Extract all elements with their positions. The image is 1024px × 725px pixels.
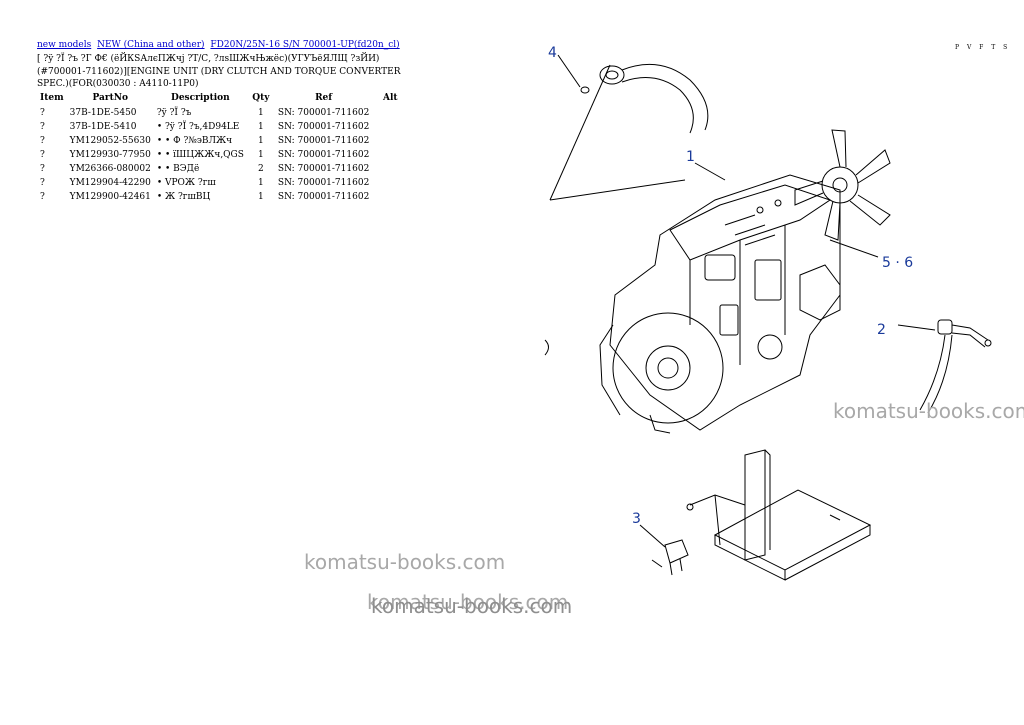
cell-qty: 1 — [258, 108, 264, 118]
page-title: [ ?ÿ ?Ï ?ъ ?Г Ф€ (ёЙКЅАлєПЖчј ?Т/С, ?лѕШ… — [37, 54, 401, 89]
cell-partno: YM26366-080002 — [69, 164, 151, 174]
breadcrumb-link-new-models[interactable]: new models — [37, 40, 92, 50]
header-partno: PartNo — [92, 93, 128, 103]
cell-partno: YM129904-42290 — [69, 178, 151, 188]
callout-1: 1 — [686, 149, 695, 165]
cell-description: • • ВЭДё — [156, 164, 200, 174]
table-row: ? 37B-1DE-5450 ?ÿ ?Ï ?ъ 1 SN: 700001-711… — [37, 106, 408, 120]
callout-3: 3 — [632, 511, 641, 527]
cell-item: ? — [40, 108, 45, 118]
cell-ref: SN: 700001-711602 — [277, 178, 370, 188]
table-row: ? YM129930-77950 • • їШЦЖЖч,QGS 1 SN: 70… — [37, 148, 408, 162]
watermark: komatsu-books.com — [833, 399, 1024, 423]
callout-5-6: 5 · 6 — [882, 255, 913, 271]
cell-partno: 37B-1DE-5450 — [69, 108, 137, 118]
table-row: ? YM129052-55630 • • Ф ?№эВЛЖч 1 SN: 700… — [37, 134, 408, 148]
table-row: ? YM26366-080002 • • ВЭДё 2 SN: 700001-7… — [37, 162, 408, 176]
engine-parts-diagram: 4 1 5 · 6 2 3 — [544, 45, 992, 581]
cell-item: ? — [40, 178, 45, 188]
cell-qty: 2 — [258, 164, 264, 174]
cell-qty: 1 — [258, 178, 264, 188]
cell-qty: 1 — [258, 192, 264, 202]
breadcrumb: new models NEW (China and other) FD20N/2… — [37, 40, 403, 50]
table-row: ? 37B-1DE-5410 • ?ÿ ?Ï ?ъ,4D94LE 1 SN: 7… — [37, 120, 408, 134]
cell-item: ? — [40, 164, 45, 174]
cell-ref: SN: 700001-711602 — [277, 150, 370, 160]
table-row: ? YM129900-42461 • Ж ?гшВЦ 1 SN: 700001-… — [37, 190, 408, 204]
radiator-hose — [580, 63, 709, 134]
header-qty: Qty — [252, 93, 270, 103]
cell-alt — [372, 134, 408, 148]
parts-table: Item PartNo Description Qty Ref Alt ? 37… — [37, 92, 408, 204]
cell-alt — [372, 106, 408, 120]
callout-2: 2 — [877, 322, 886, 338]
cell-description: • ?ÿ ?Ï ?ъ,4D94LE — [156, 122, 240, 132]
cell-qty: 1 — [258, 122, 264, 132]
callout-5-6-leader — [829, 239, 879, 258]
header-item: Item — [40, 93, 64, 103]
breadcrumb-link-model[interactable]: FD20N/25N-16 S/N 700001-UP(fd20n_cl) — [210, 40, 400, 50]
cell-qty: 1 — [258, 150, 264, 160]
cell-item: ? — [40, 136, 45, 146]
cell-ref: SN: 700001-711602 — [277, 192, 370, 202]
cell-partno: YM129900-42461 — [69, 192, 151, 202]
cell-alt — [372, 176, 408, 190]
cell-partno: YM129052-55630 — [69, 136, 151, 146]
cell-partno: YM129930-77950 — [69, 150, 151, 160]
relay — [639, 524, 689, 576]
header-ref: Ref — [315, 93, 333, 103]
table-row: ? YM129904-42290 • VРОЖ ?гш 1 SN: 700001… — [37, 176, 408, 190]
cell-alt — [372, 120, 408, 134]
cell-description: • Ж ?гшВЦ — [156, 192, 211, 202]
cell-description: • • Ф ?№эВЛЖч — [156, 136, 233, 146]
cell-item: ? — [40, 192, 45, 202]
cell-alt — [372, 148, 408, 162]
cell-item: ? — [40, 122, 45, 132]
cell-ref: SN: 700001-711602 — [277, 122, 370, 132]
engine-block — [599, 162, 841, 434]
cell-description: • VРОЖ ?гш — [156, 178, 216, 188]
sensor-hose — [544, 319, 992, 414]
mounting-bracket — [686, 449, 872, 581]
cell-description: • • їШЦЖЖч,QGS — [156, 150, 244, 160]
cell-ref: SN: 700001-711602 — [277, 164, 370, 174]
breadcrumb-link-new-china[interactable]: NEW (China and other) — [97, 40, 205, 50]
cell-ref: SN: 700001-711602 — [277, 136, 370, 146]
cell-qty: 1 — [258, 136, 264, 146]
watermark: komatsu-books.com — [371, 594, 573, 618]
callout-4-leader — [549, 54, 686, 201]
cell-partno: 37B-1DE-5410 — [69, 122, 137, 132]
cell-description: ?ÿ ?Ï ?ъ — [156, 108, 192, 118]
watermark: komatsu-books.com — [367, 590, 569, 614]
cell-alt — [372, 190, 408, 204]
header-description: Description — [171, 93, 230, 103]
table-header-row: Item PartNo Description Qty Ref Alt — [37, 92, 408, 106]
callout-4: 4 — [548, 45, 557, 61]
cell-alt — [372, 162, 408, 176]
watermark: komatsu-books.com — [304, 550, 506, 574]
cell-ref: SN: 700001-711602 — [277, 108, 370, 118]
header-alt: Alt — [383, 93, 398, 103]
drawing-code: P V F T S — [955, 44, 1011, 51]
cooling-fan — [794, 129, 891, 241]
cell-item: ? — [40, 150, 45, 160]
